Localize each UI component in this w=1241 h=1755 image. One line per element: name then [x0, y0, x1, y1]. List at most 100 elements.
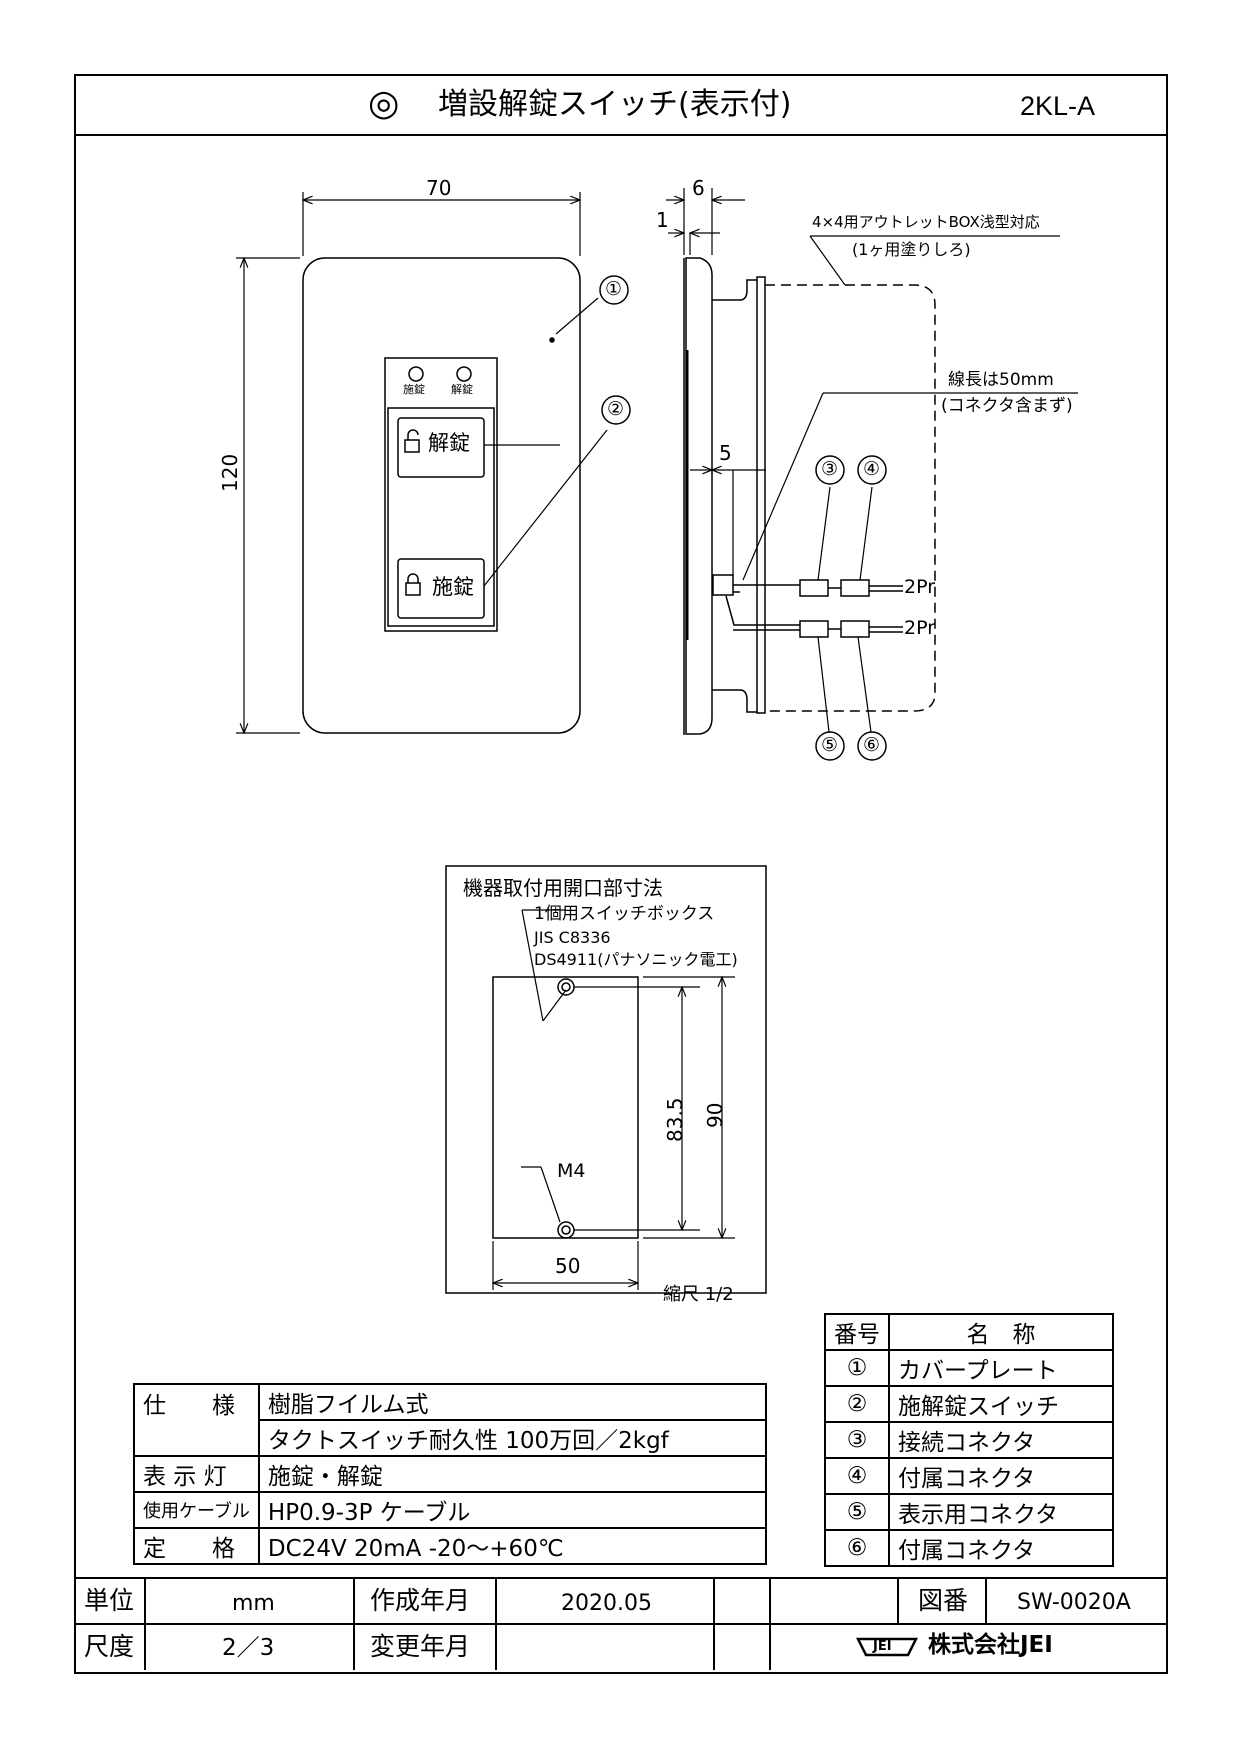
parts-header-no: 番号	[824, 1313, 890, 1351]
box-note-2: (1ヶ用塗りしろ)	[852, 240, 971, 259]
padlock-closed-icon	[405, 573, 421, 596]
side-dim-6: 6	[692, 176, 705, 200]
model-number: 2KL-A	[1020, 91, 1096, 121]
part-no: ①	[824, 1349, 890, 1387]
front-leaders	[483, 297, 608, 587]
callout-circle-3	[815, 455, 845, 485]
spec-value: 施錠・解錠	[257, 1455, 768, 1493]
part-name: 接続コネクタ	[888, 1421, 1114, 1459]
company-logo: JEI	[856, 1636, 918, 1658]
button-lock	[397, 558, 485, 619]
opening-dimensions	[493, 909, 735, 1290]
outlet-box	[765, 284, 936, 712]
side-dimensions	[666, 188, 1078, 733]
drawing-frame	[74, 74, 1168, 1674]
wire-note-1: 線長は50mm	[948, 370, 1054, 390]
spec-table: 仕 様 樹脂フイルム式 タクトスイッチ耐久性 100万回／2kgf 表 示 灯 …	[133, 1383, 768, 1565]
led-unlock	[456, 366, 472, 382]
side-view	[683, 257, 936, 735]
footer-scale-label: 尺度	[84, 1632, 135, 1661]
led-lock	[408, 366, 424, 382]
front-dimensions	[236, 192, 580, 733]
screw-hole-top	[557, 978, 575, 996]
opening-heading: 機器取付用開口部寸法	[463, 876, 663, 900]
part-name: 施解錠スイッチ	[888, 1385, 1114, 1423]
part-no: ④	[824, 1457, 890, 1495]
title-divider	[74, 134, 1168, 136]
company-logo-text: JEI	[873, 1639, 892, 1654]
footer-created-label: 作成年月	[370, 1586, 471, 1615]
footer-drawing-no-value: SW-0020A	[1017, 1590, 1131, 1615]
company-name: 株式会社JEI	[928, 1632, 1053, 1658]
front-width-dim: 70	[426, 176, 452, 200]
callout-4: ④	[863, 458, 881, 480]
side-dim-1: 1	[656, 208, 669, 232]
part-name: 表示用コネクタ	[888, 1493, 1114, 1531]
opening-width-dim: 50	[555, 1254, 581, 1278]
led-label-unlock: 解錠	[451, 383, 473, 396]
button-unlock-label: 解錠	[428, 431, 470, 455]
spec-label: 定 格	[133, 1527, 260, 1565]
opening-line-3: DS4911(パナソニック電工)	[534, 950, 738, 969]
footer-created-value: 2020.05	[561, 1591, 652, 1616]
callout-circle-6	[857, 731, 887, 761]
callout-6: ⑥	[863, 734, 881, 756]
title-mark: ◎	[368, 83, 400, 124]
spec-value: DC24V 20mA -20～+60℃	[257, 1527, 768, 1565]
callout-3: ③	[821, 458, 839, 480]
connector-block	[712, 574, 734, 596]
opening-height-dim: 90	[703, 1102, 727, 1128]
part-name: 付属コネクタ	[888, 1529, 1114, 1567]
opening-line-2: JIS C8336	[534, 928, 611, 947]
parts-header-name: 名 称	[888, 1313, 1114, 1351]
led-label-lock: 施錠	[403, 383, 425, 396]
cover-screw-dot	[549, 337, 555, 343]
switch-panel-inner	[387, 407, 495, 627]
connector-4	[840, 579, 870, 597]
opening-line-1: 1個用スイッチボックス	[534, 904, 715, 924]
spec-value: HP0.9-3P ケーブル	[257, 1491, 768, 1529]
opening-frame	[445, 865, 767, 1294]
button-unlock	[397, 417, 485, 478]
switch-panel	[384, 357, 498, 632]
screw-hole-bottom	[557, 1221, 575, 1239]
part-name: 付属コネクタ	[888, 1457, 1114, 1495]
cover-plate	[302, 257, 581, 734]
callout-5: ⑤	[821, 734, 839, 756]
page-title: 増設解錠スイッチ(表示付)	[438, 87, 792, 122]
footer-drawing-no-label: 図番	[918, 1586, 969, 1615]
spec-label: 仕 様	[133, 1383, 260, 1420]
spec-label	[133, 1420, 260, 1457]
spec-value: タクトスイッチ耐久性 100万回／2kgf	[257, 1419, 768, 1457]
connector-6	[840, 620, 870, 638]
footer-unit-label: 単位	[84, 1586, 135, 1615]
footer-changed-label: 変更年月	[370, 1632, 471, 1661]
side-plate	[685, 257, 713, 735]
footer-unit-value: mm	[232, 1591, 275, 1616]
opening-pitch-dim: 83.5	[663, 1097, 687, 1142]
front-height-dim: 120	[218, 453, 242, 492]
part-no: ③	[824, 1421, 890, 1459]
connector-5	[799, 620, 829, 638]
opening-scale: 縮尺 1/2	[663, 1284, 734, 1305]
padlock-open-icon	[404, 429, 420, 453]
spec-label: 使用ケーブル	[133, 1491, 260, 1529]
spec-value: 樹脂フイルム式	[257, 1383, 768, 1421]
spec-label: 表 示 灯	[133, 1455, 260, 1493]
wire-note-2: (コネクタ含まず)	[941, 396, 1073, 416]
pair-label-2: 2Pr	[904, 617, 936, 639]
switch-box-outline	[492, 976, 639, 1239]
part-name: カバープレート	[888, 1349, 1114, 1387]
callout-circles	[599, 275, 887, 761]
callout-circle-5	[815, 731, 845, 761]
footer-grid	[74, 1577, 1166, 1670]
front-view	[302, 257, 581, 734]
part-no: ②	[824, 1385, 890, 1423]
button-lock-label: 施錠	[432, 575, 474, 599]
part-no: ⑥	[824, 1529, 890, 1567]
connector-3	[799, 579, 829, 597]
callout-circle-2	[601, 395, 631, 425]
pair-label-1: 2Pr	[904, 576, 936, 598]
